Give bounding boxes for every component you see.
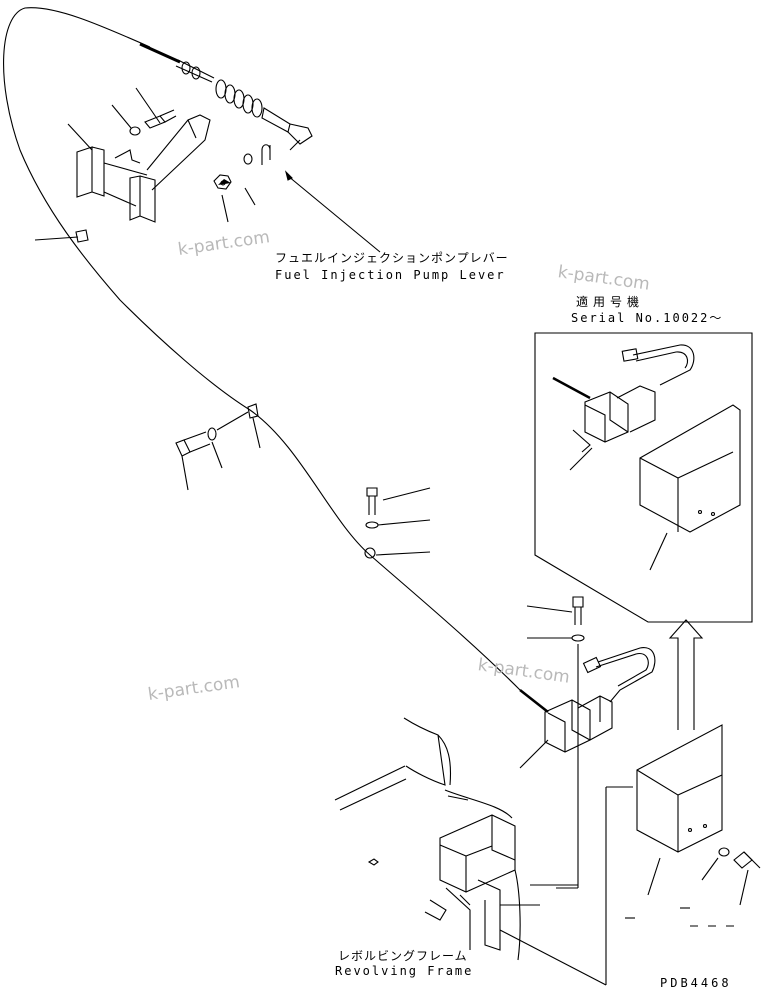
- bolt-icon: [367, 488, 377, 515]
- stop-solenoid-icon: [520, 648, 655, 752]
- relay-cover-icon: [637, 725, 722, 852]
- frame-label-jp: レボルビングフレーム: [338, 949, 468, 963]
- cable-bellows-icon: [176, 60, 312, 150]
- mounting-bracket-icon: [77, 115, 210, 222]
- pump-lever-label-jp: フュエルインジェクションポンプレバー: [275, 251, 509, 265]
- washer-icon: [244, 154, 252, 164]
- cable-clamp-icon: [76, 230, 88, 242]
- serial-label-jp: 適用号機: [576, 295, 645, 309]
- bolt-icon: [573, 597, 583, 625]
- drawing-number: PDB4468: [660, 976, 732, 990]
- pump-lever-label-en: Fuel Injection Pump Lever: [275, 268, 506, 282]
- bolt-icon: [176, 432, 210, 456]
- washer-icon: [208, 428, 216, 440]
- revolving-frame-icon: [335, 718, 540, 960]
- washer-icon: [130, 127, 140, 135]
- washer-icon: [572, 635, 584, 641]
- bolt-icon: [734, 852, 760, 868]
- washer-icon: [366, 522, 378, 528]
- bolt-icon: [145, 110, 176, 128]
- cable-end-rod: [140, 44, 180, 62]
- frame-label-en: Revolving Frame: [335, 964, 474, 978]
- nut-icon: [214, 175, 231, 189]
- serial-label-en: Serial No.10022～: [571, 311, 724, 325]
- lever-pin-icon: [262, 145, 270, 165]
- up-arrow-icon: [670, 620, 702, 730]
- cable-clamp-icon: [248, 404, 258, 418]
- serial-inset-frame: [535, 333, 752, 622]
- washer-icon: [719, 848, 729, 856]
- cable-clamp-icon: [365, 548, 375, 558]
